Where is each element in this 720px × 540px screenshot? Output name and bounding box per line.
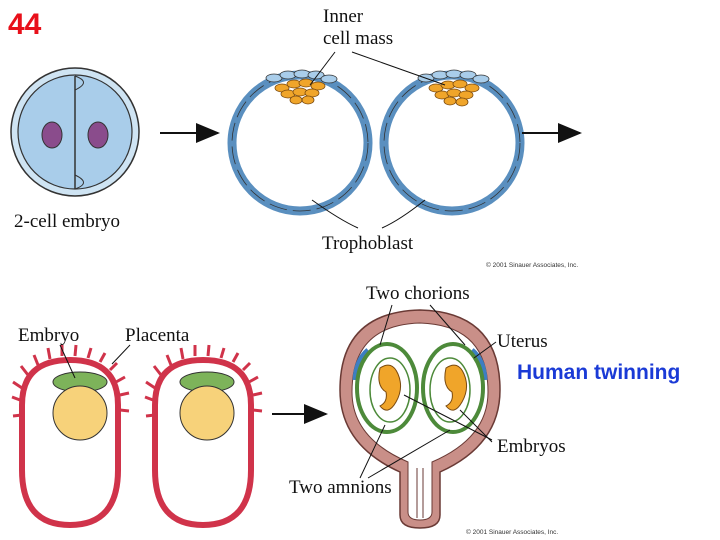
two-cell-embryo xyxy=(10,67,140,197)
bottom-leader-lines xyxy=(59,304,497,479)
blastocyst-left xyxy=(227,69,373,216)
label-two-cell-embryo: 2-cell embryo xyxy=(14,211,121,232)
label-inner-cell-mass-1: Inner xyxy=(323,6,364,27)
blastocyst-right xyxy=(379,69,525,216)
embryo-placenta-right xyxy=(144,344,263,529)
label-two-chorions: Two chorions xyxy=(366,283,470,304)
label-trophoblast: Trophoblast xyxy=(322,233,414,254)
label-inner-cell-mass-2: cell mass xyxy=(323,28,394,49)
label-uterus: Uterus xyxy=(497,331,548,352)
slide-number: 44 xyxy=(8,8,42,41)
top-leader-lines xyxy=(309,51,446,229)
embryo-placenta-left xyxy=(11,344,130,529)
title-human-twinning: Human twinning xyxy=(517,361,681,384)
uterus-twins xyxy=(339,309,501,529)
label-embryo: Embryo xyxy=(18,325,80,346)
credit-top: © 2001 Sinauer Associates, Inc. xyxy=(486,262,579,269)
label-embryos: Embryos xyxy=(497,436,566,457)
credit-bottom: © 2001 Sinauer Associates, Inc. xyxy=(466,529,559,536)
label-two-amnions: Two amnions xyxy=(289,477,392,498)
label-placenta: Placenta xyxy=(125,325,190,346)
